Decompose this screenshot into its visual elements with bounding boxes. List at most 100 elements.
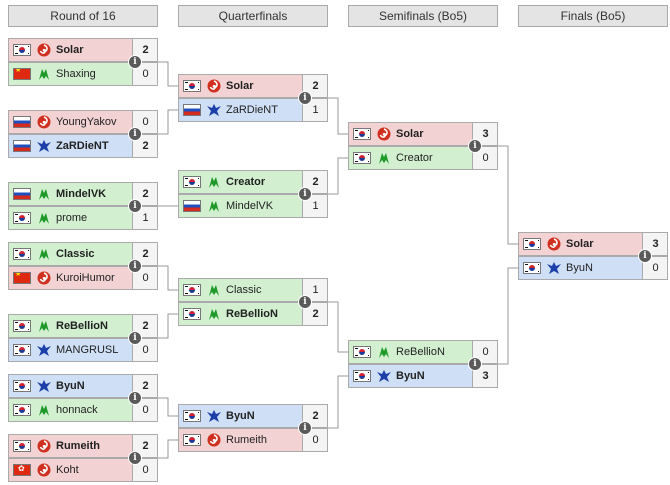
player-slot[interactable]: MindelVK 1 [178, 194, 328, 218]
player-name[interactable]: ByuN [566, 262, 593, 274]
player-name[interactable]: prome [56, 212, 88, 224]
player-name-cell: ByuN [349, 365, 473, 387]
bracket-connector [158, 61, 178, 87]
player-name-cell: ZaRDieNT [179, 99, 303, 121]
match-info-icon[interactable]: i [128, 391, 142, 405]
player-name[interactable]: MindelVK [56, 188, 107, 200]
player-score: 0 [304, 429, 327, 451]
player-name[interactable]: ReBellioN [226, 308, 278, 320]
player-name[interactable]: Rumeith [226, 434, 267, 446]
match-info-icon[interactable]: i [298, 187, 312, 201]
player-slot[interactable]: Shaxing 0 [8, 62, 158, 86]
player-name[interactable]: ZaRDieNT [226, 104, 278, 116]
player-name[interactable]: Creator [226, 176, 266, 188]
player-name[interactable]: ZaRDieNT [56, 140, 109, 152]
player-name-cell: ZaRDieNT [9, 135, 133, 157]
player-name-cell: MindelVK [9, 183, 133, 205]
zerg-race-icon [376, 126, 392, 142]
flag-cn-icon [13, 272, 31, 284]
player-name[interactable]: Creator [396, 152, 433, 164]
player-score: 2 [134, 243, 157, 265]
player-name[interactable]: Classic [226, 284, 262, 296]
match-info-icon[interactable]: i [468, 357, 482, 371]
match-info-icon[interactable]: i [128, 259, 142, 273]
player-score: 1 [134, 207, 157, 229]
player-name[interactable]: Solar [396, 128, 424, 140]
match-info-icon[interactable]: i [298, 91, 312, 105]
player-name[interactable]: KuroiHumor [56, 272, 115, 284]
player-name[interactable]: ByuN [56, 380, 85, 392]
player-name[interactable]: Shaxing [56, 68, 96, 80]
match-info-icon[interactable]: i [128, 55, 142, 69]
match-info-icon[interactable]: i [468, 139, 482, 153]
player-score: 2 [304, 405, 327, 427]
player-slot[interactable]: prome 1 [8, 206, 158, 230]
match-info-icon[interactable]: i [128, 199, 142, 213]
player-name[interactable]: ReBellioN [396, 346, 445, 358]
bracket-connector [158, 397, 178, 417]
player-score: 1 [304, 195, 327, 217]
flag-kr-icon [353, 370, 371, 382]
flag-kr-icon [13, 248, 31, 260]
player-slot[interactable]: MANGRUSL 0 [8, 338, 158, 362]
protoss-race-icon [206, 198, 222, 214]
player-name[interactable]: Koht [56, 464, 79, 476]
player-slot[interactable]: ByuN 3 [348, 364, 498, 388]
player-name[interactable]: MANGRUSL [56, 344, 119, 356]
player-score: 2 [134, 183, 157, 205]
player-score: 0 [134, 339, 157, 361]
match-info-icon[interactable]: i [128, 331, 142, 345]
flag-kr-icon [183, 434, 201, 446]
match-info-icon[interactable]: i [128, 127, 142, 141]
player-name[interactable]: ByuN [226, 410, 255, 422]
player-name[interactable]: Solar [56, 44, 84, 56]
match-info-icon[interactable]: i [298, 421, 312, 435]
protoss-race-icon [376, 150, 392, 166]
protoss-race-icon [206, 306, 222, 322]
zerg-race-icon [36, 42, 52, 58]
player-name[interactable]: MindelVK [226, 200, 274, 212]
protoss-race-icon [36, 66, 52, 82]
protoss-race-icon [206, 282, 222, 298]
match-info-icon[interactable]: i [128, 451, 142, 465]
flag-kr-icon [13, 320, 31, 332]
player-name-cell: ByuN [9, 375, 133, 397]
flag-ru-icon [13, 140, 31, 152]
protoss-race-icon [36, 318, 52, 334]
player-name[interactable]: Solar [566, 238, 594, 250]
player-name[interactable]: YoungYakov [56, 116, 117, 128]
player-name-cell: Koht [9, 459, 133, 481]
zerg-race-icon [546, 236, 562, 252]
player-slot[interactable]: Classic 2 [8, 242, 158, 266]
player-name[interactable]: ReBellioN [56, 320, 108, 332]
bracket-connector [328, 375, 348, 429]
bracket-connector [498, 267, 518, 365]
player-name-cell: ReBellioN [9, 315, 133, 337]
match-info-icon[interactable]: i [638, 249, 652, 263]
player-name[interactable]: honnack [56, 404, 98, 416]
player-score: 3 [474, 365, 497, 387]
player-score: 1 [304, 99, 327, 121]
bracket-connector [158, 439, 178, 459]
player-name[interactable]: Classic [56, 248, 95, 260]
player-score: 0 [134, 63, 157, 85]
flag-kr-icon [13, 440, 31, 452]
match-info-icon[interactable]: i [298, 295, 312, 309]
bracket-connector [158, 265, 178, 291]
player-name-cell: Rumeith [9, 435, 133, 457]
player-name[interactable]: ByuN [396, 370, 425, 382]
player-name[interactable]: Solar [226, 80, 254, 92]
player-name[interactable]: Rumeith [56, 440, 100, 452]
